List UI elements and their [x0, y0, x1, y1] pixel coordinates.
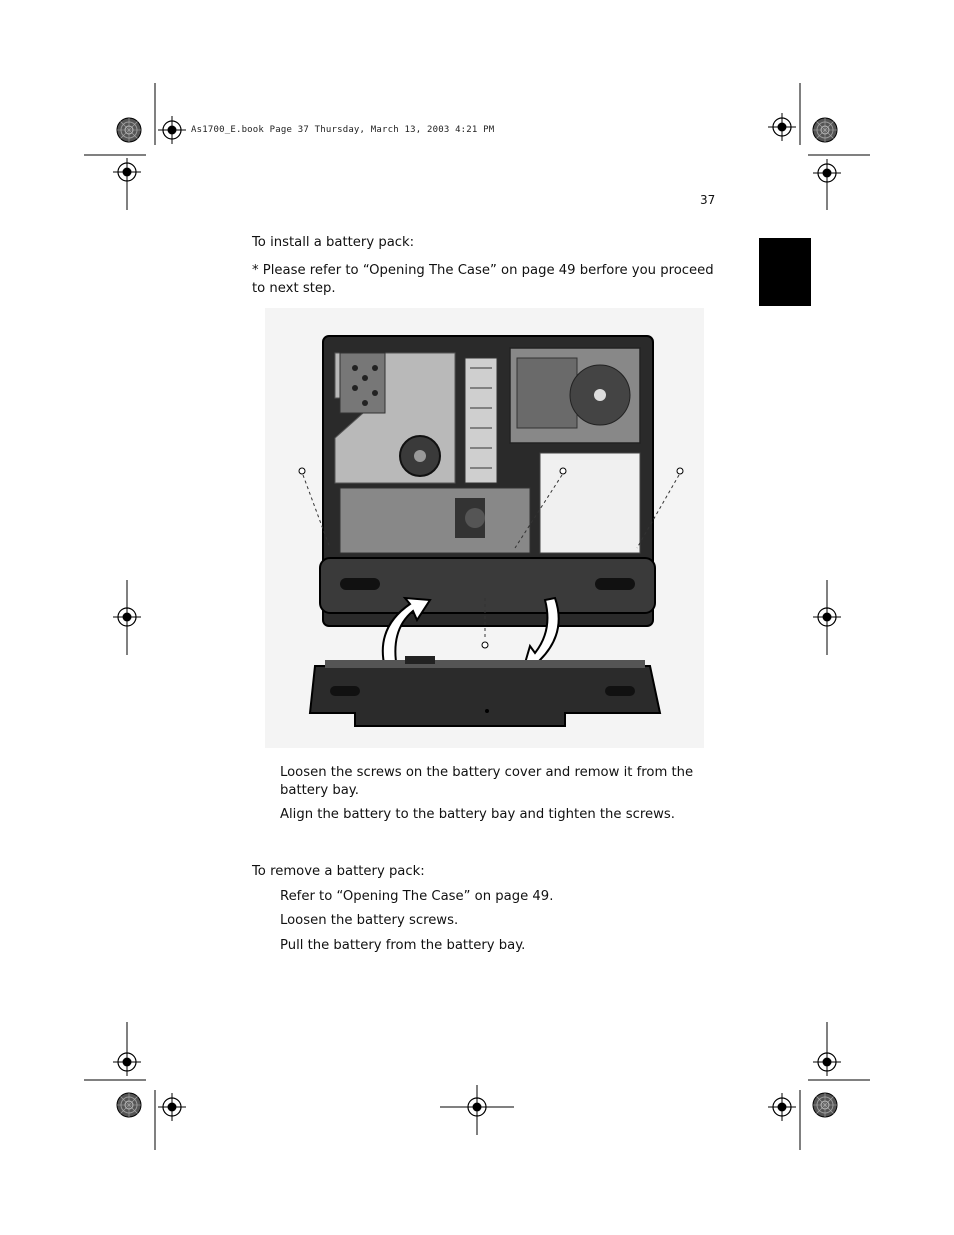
- memory-modules: [464, 357, 498, 484]
- install-intro: To install a battery pack:: [252, 235, 415, 250]
- remove-step-2: Loosen the battery screws.: [280, 913, 459, 928]
- remove-intro: To remove a battery pack:: [252, 864, 425, 879]
- screw-icons: [298, 467, 684, 649]
- battery-pack: [308, 665, 662, 727]
- install-step-2: Align the battery to the battery bay and…: [280, 807, 675, 822]
- battery-bay: [319, 557, 656, 614]
- remove-step-1: Refer to “Opening The Case” on page 49.: [280, 889, 554, 904]
- empty-bay: [539, 452, 641, 554]
- install-note: * Please refer to “Opening The Case” on …: [252, 263, 714, 296]
- book-header-line: As1700_E.book Page 37 Thursday, March 13…: [191, 125, 495, 135]
- chapter-tab: [759, 238, 811, 306]
- motherboard-lower: [339, 487, 531, 554]
- remove-step-3: Pull the battery from the battery bay.: [280, 938, 526, 953]
- up-arrow-icon: [381, 596, 432, 669]
- page-number: 37: [700, 193, 716, 207]
- install-step-1: Loosen the screws on the battery cover a…: [280, 765, 694, 798]
- battery-removal-illustration: [265, 308, 704, 748]
